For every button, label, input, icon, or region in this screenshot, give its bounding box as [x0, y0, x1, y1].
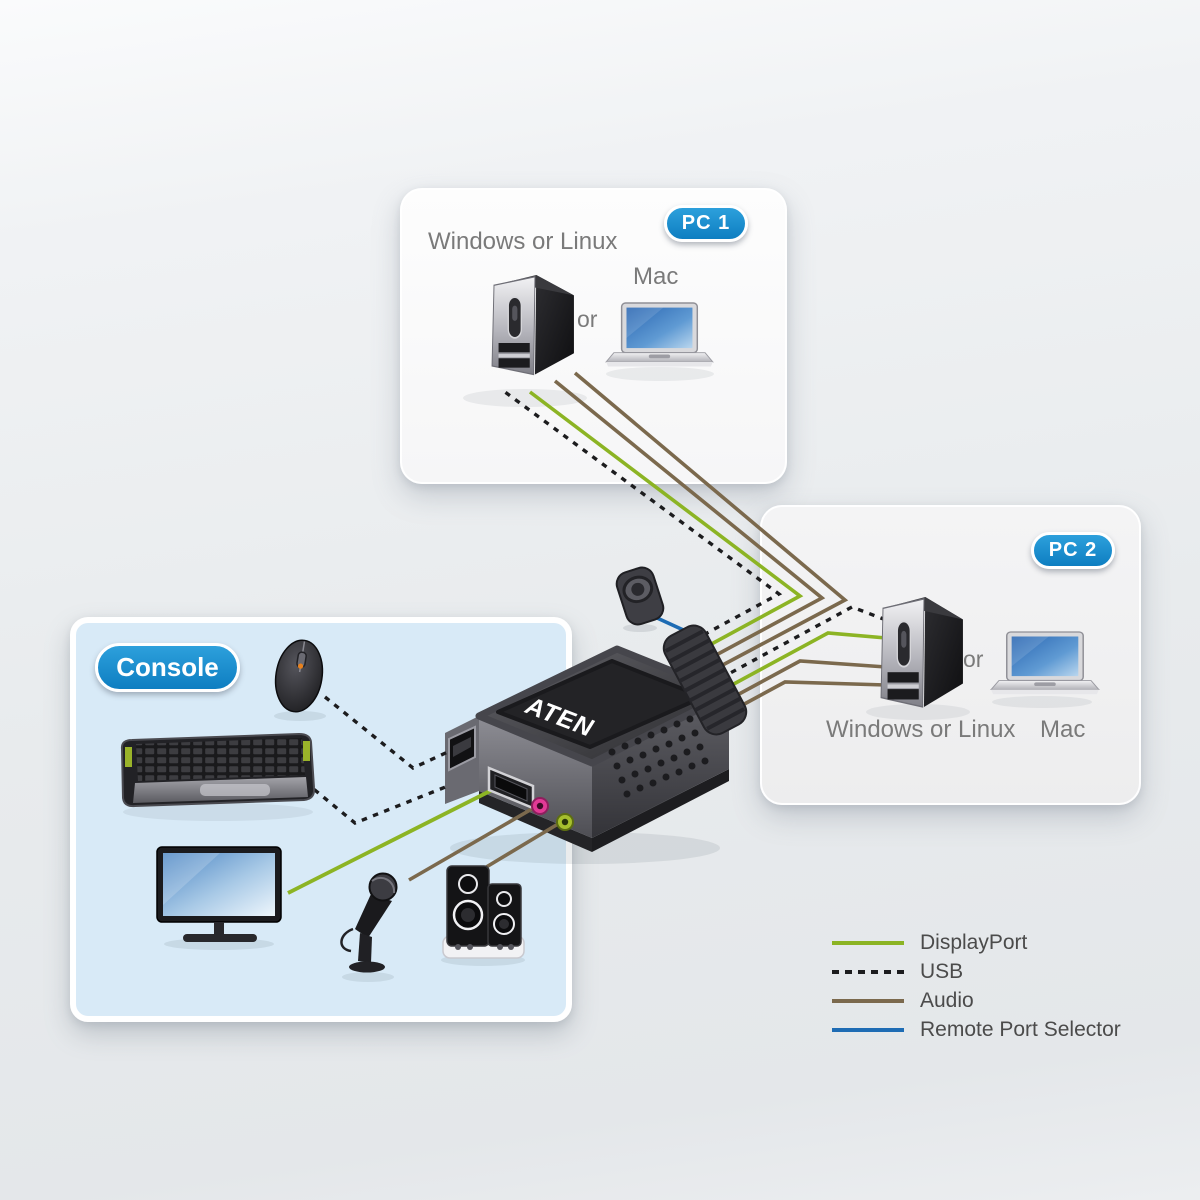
pc2-laptop	[990, 631, 1100, 695]
legend-label-audio: Audio	[920, 988, 974, 1012]
pc1-tower	[491, 274, 575, 376]
cable-audio2-pc2	[736, 680, 887, 710]
usb-line-swatch	[832, 969, 904, 974]
pc1-os-label: Windows or Linux	[428, 228, 618, 255]
pc2-mac-label: Mac	[1040, 716, 1086, 743]
legend-label-remote: Remote Port Selector	[920, 1017, 1121, 1041]
pc1-badge: PC 1	[664, 205, 748, 242]
displayport-line-swatch	[832, 940, 904, 945]
pc2-or-label: or	[963, 646, 984, 672]
kvm-vent-holes	[608, 715, 709, 798]
legend-row-usb: USB	[832, 957, 1121, 986]
cable-displayport-pc1	[528, 390, 804, 662]
remote-line-swatch	[832, 1027, 904, 1032]
monitor	[156, 846, 282, 942]
pc2-badge-label: PC 2	[1048, 539, 1098, 561]
kvm-switch: ATEN	[445, 645, 733, 852]
legend-label-usb: USB	[920, 959, 964, 983]
cable-usb-pc1	[503, 390, 783, 654]
legend: DisplayPort USB Audio Remote Port Select…	[832, 928, 1121, 1044]
cable-usb-mouse	[323, 695, 453, 770]
legend-row-remote: Remote Port Selector	[832, 1015, 1121, 1044]
cable-audio1-pc2	[727, 659, 887, 702]
kvm-cable-boot	[662, 624, 748, 736]
pc1-laptop	[605, 302, 714, 368]
console-badge-label: Console	[116, 652, 219, 682]
microphone	[340, 872, 398, 973]
pc2-tower	[880, 596, 964, 708]
pc2-badge: PC 2	[1031, 532, 1115, 569]
mouse	[274, 639, 324, 713]
cable-displayport-pc2	[718, 631, 887, 694]
legend-row-displayport: DisplayPort	[832, 928, 1121, 957]
pc1-mac-label: Mac	[633, 263, 679, 290]
cable-audio2-pc1	[573, 371, 849, 678]
kvm-ports	[448, 725, 574, 831]
legend-row-audio: Audio	[832, 986, 1121, 1015]
legend-label-displayport: DisplayPort	[920, 930, 1028, 954]
cable-audio-speakers	[482, 819, 564, 871]
pc2-os-label: Windows or Linux	[826, 716, 1016, 743]
cable-usb-keyboard	[303, 780, 449, 825]
audio-line-swatch	[832, 998, 904, 1003]
cables	[287, 371, 887, 895]
cable-audio-microphone	[408, 804, 538, 882]
keyboard	[120, 732, 316, 808]
speakers	[442, 865, 525, 959]
pc1-or-label: or	[577, 306, 598, 332]
remote-port-selector	[615, 566, 665, 626]
console-badge: Console	[95, 643, 240, 692]
pc1-badge-label: PC 1	[681, 212, 731, 234]
cable-audio1-pc1	[553, 379, 826, 670]
cable-displayport-monitor	[287, 784, 501, 895]
